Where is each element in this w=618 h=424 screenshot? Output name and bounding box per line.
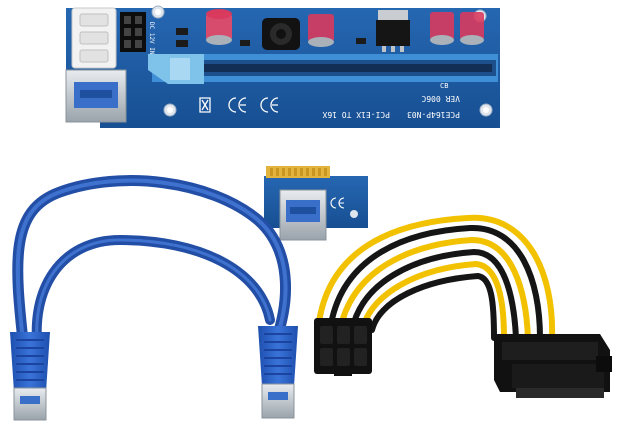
mounting-hole: [483, 107, 489, 113]
silkscreen-cap-label: CB: [440, 82, 448, 90]
inductor: [262, 18, 300, 50]
power-wires: [315, 214, 556, 341]
sata-to-6pin-cable: [314, 214, 612, 398]
smd-component: [176, 40, 188, 47]
capacitor: [430, 12, 454, 45]
adapter-usb-port: [279, 189, 327, 241]
mounting-hole: [155, 9, 161, 15]
usb-plug-left: [10, 332, 50, 421]
smd-component: [240, 40, 250, 46]
molex-power-connector: [71, 7, 117, 69]
cable-loop-highlight: [15, 178, 288, 352]
riser-usb-port: [65, 69, 127, 123]
silkscreen-power-text: DC 12V IN: [148, 22, 155, 55]
voltage-regulator: [376, 10, 410, 52]
silkscreen-bridge: PCI-E1X TO 16X: [322, 110, 390, 119]
slot-latch: [170, 58, 190, 80]
silkscreen-version: VER 006C: [421, 94, 460, 103]
usb-plug-metal: [13, 387, 47, 421]
usb-plug-metal: [261, 383, 295, 419]
six-pin-header: [120, 12, 146, 52]
adapter-marks: [330, 197, 345, 209]
pcie-x1-adapter: [264, 166, 368, 241]
smd-component: [356, 38, 366, 44]
smd-component: [176, 28, 188, 35]
cable-inner-loop: [31, 234, 275, 355]
cable-inner-loop-highlight: [35, 238, 272, 352]
usb-extension-cable: [10, 175, 298, 421]
capacitor: [308, 14, 334, 47]
mounting-hole: [167, 107, 173, 113]
pcie-x16-slot: [148, 54, 498, 84]
mounting-hole: [350, 210, 358, 218]
capacitor: [460, 12, 484, 45]
usb-plug-right: [258, 326, 298, 419]
adapter-gold-fingers: [270, 168, 327, 176]
sata-power-connector: [494, 334, 612, 398]
pcie-6pin-connector: [314, 318, 372, 376]
certification-marks: [199, 97, 279, 113]
riser-board: DC 12V IN: [65, 5, 500, 128]
capacitor: [206, 9, 232, 45]
silkscreen-model: PCE164P-N03: [407, 110, 460, 119]
sata-contacts: [516, 388, 604, 398]
